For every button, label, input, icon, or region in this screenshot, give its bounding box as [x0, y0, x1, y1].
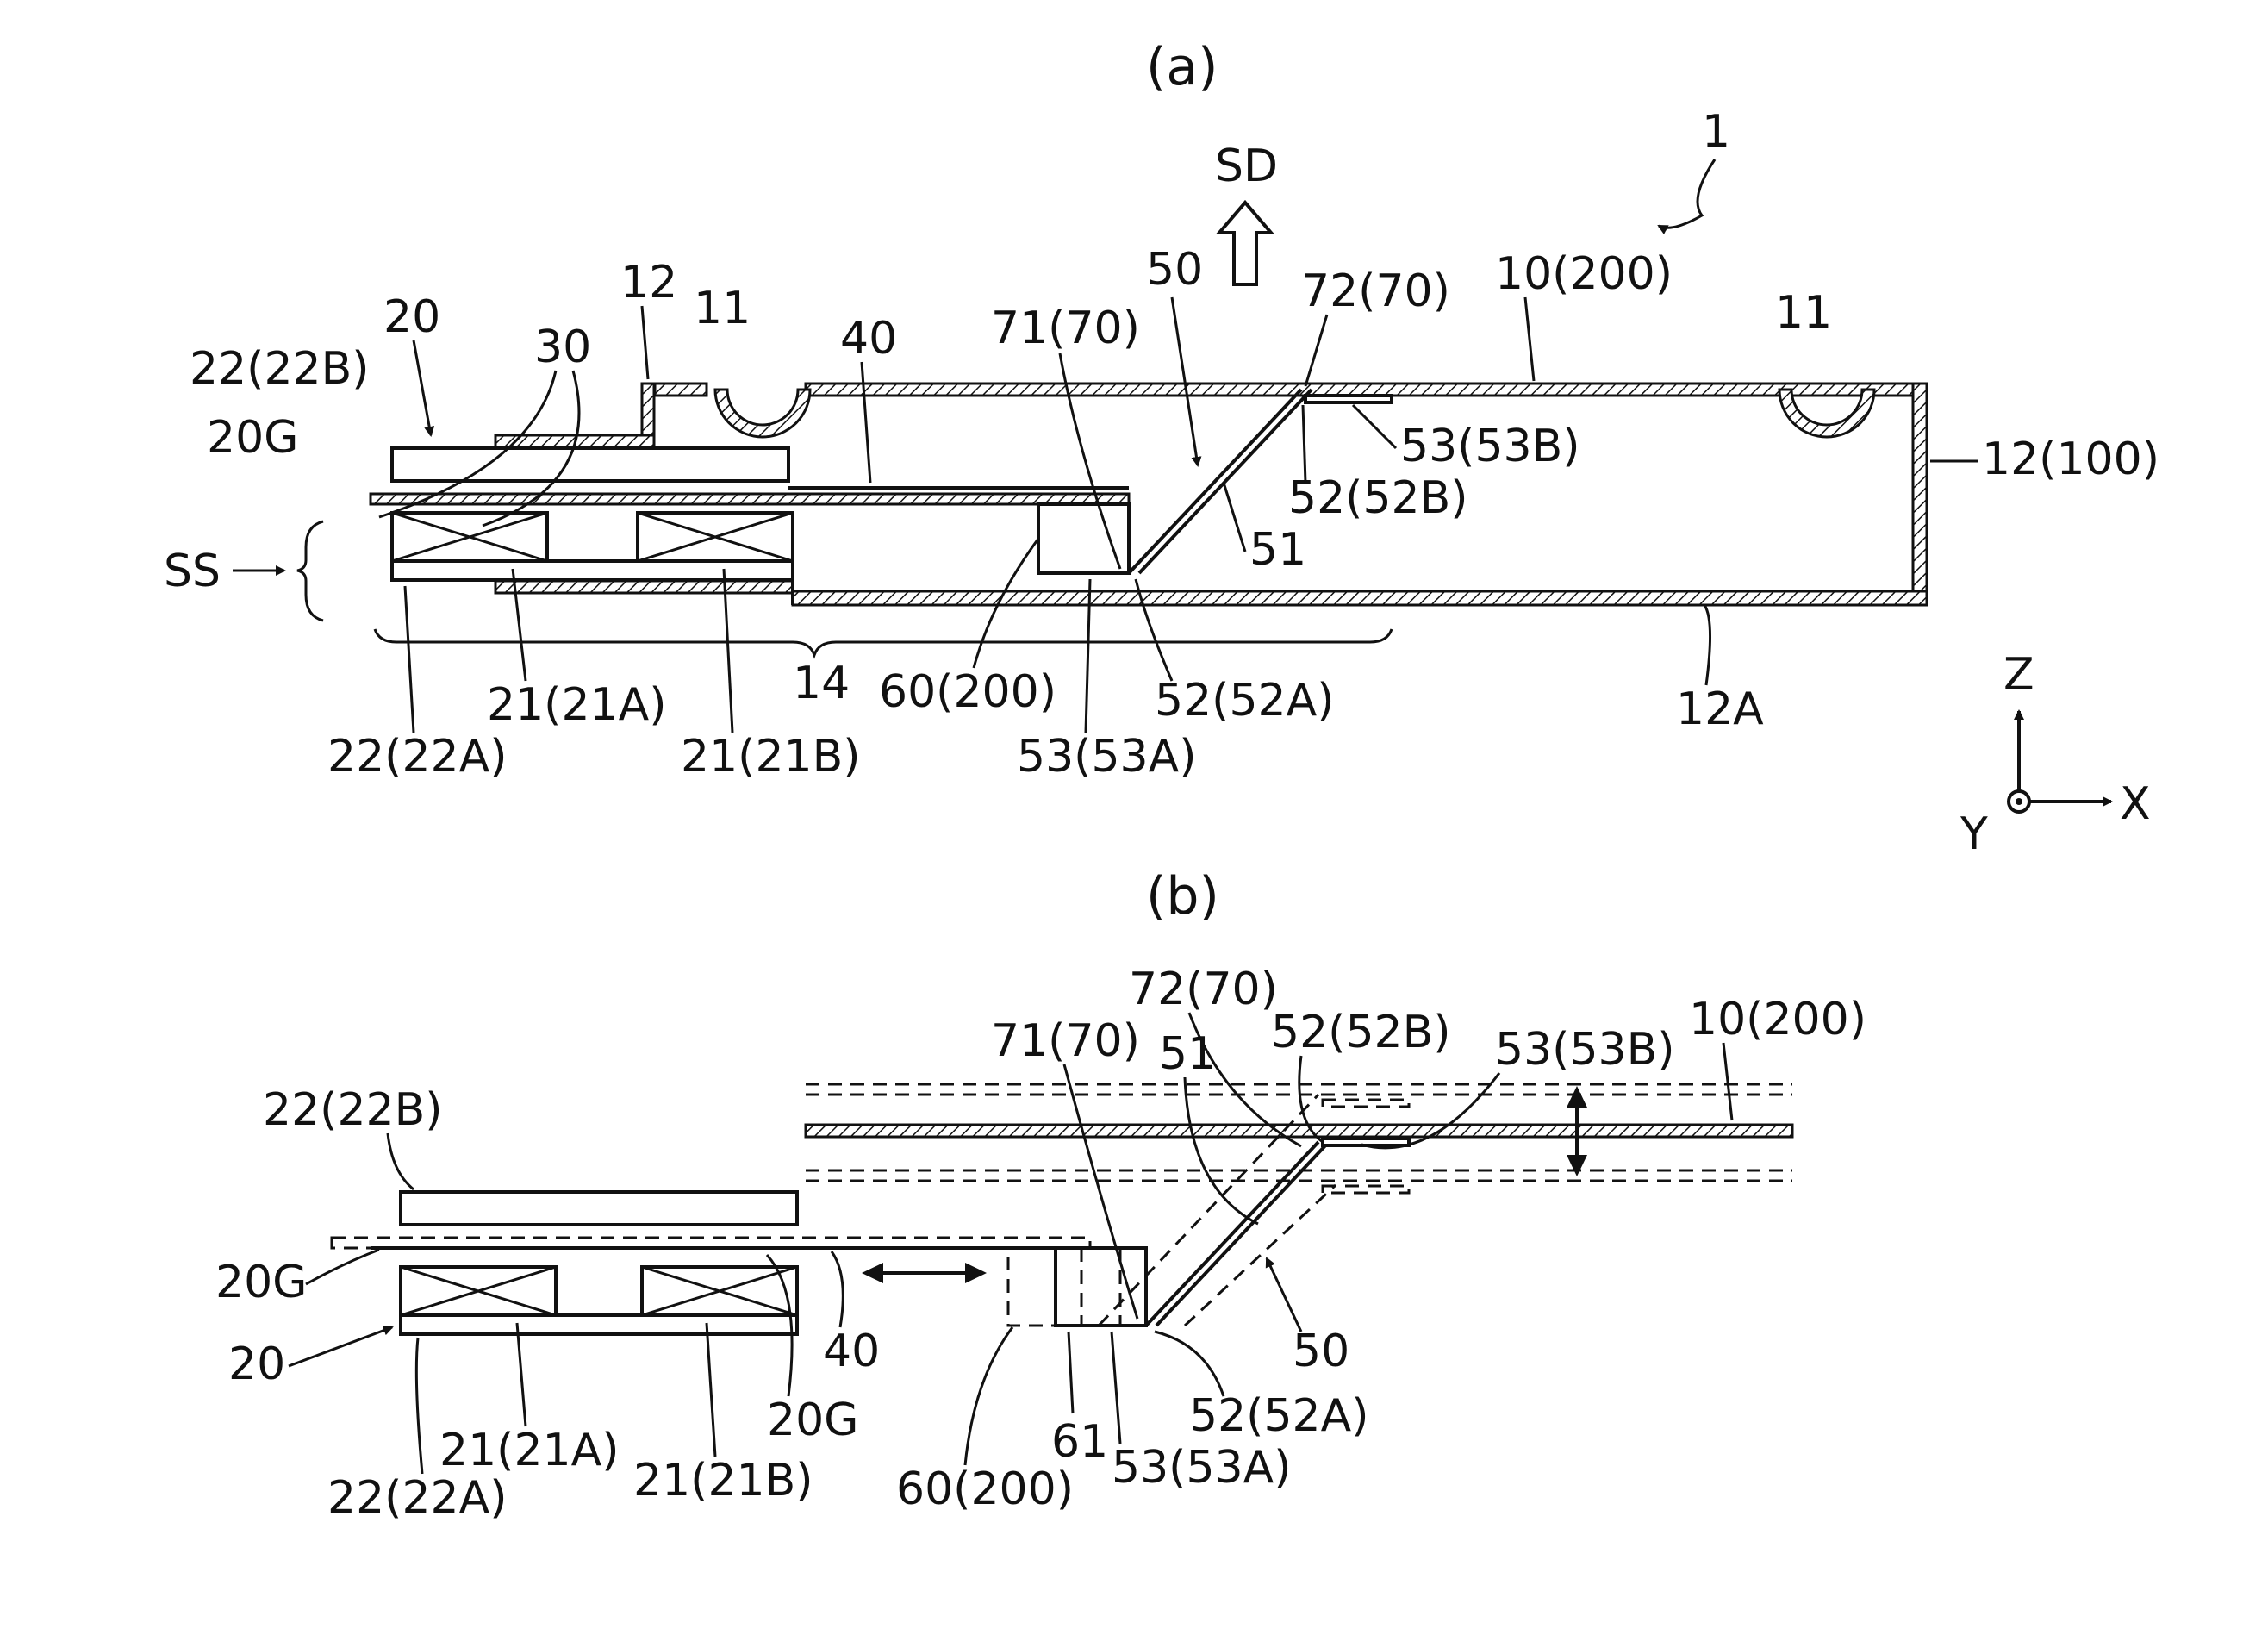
label-53b-b: 53(53B): [1495, 1024, 1675, 1076]
magnet-22b-b: [401, 1192, 797, 1225]
label-52b-b: 52(52B): [1271, 1007, 1451, 1058]
axes-icon: Z X Y: [1960, 649, 2151, 860]
panel-b-title: (b): [1146, 866, 1219, 927]
label-22b-b: 22(22B): [263, 1084, 443, 1136]
label-71: 71(70): [991, 303, 1140, 354]
label-12-100: 12(100): [1982, 434, 2159, 485]
label-21b-b: 21(21B): [633, 1455, 813, 1507]
label-51-b: 51: [1159, 1028, 1216, 1080]
axis-x-label: X: [2120, 778, 2151, 830]
label-52b: 52(52B): [1288, 472, 1468, 524]
top-wall-left: [655, 384, 707, 396]
span-brace-14: [375, 629, 1392, 655]
label-sd: SD: [1215, 140, 1278, 192]
pad-53b: [1305, 396, 1392, 402]
label-72-b: 72(70): [1129, 964, 1278, 1015]
label-10-b: 10(200): [1689, 994, 1866, 1045]
label-53b: 53(53B): [1400, 421, 1580, 472]
guide-plate-20g: [371, 494, 1129, 504]
label-61: 61: [1051, 1416, 1108, 1468]
label-72: 72(70): [1301, 265, 1450, 317]
top-plate-10: [806, 384, 1926, 396]
label-60-b: 60(200): [896, 1463, 1074, 1515]
slider-60: [1038, 504, 1129, 573]
label-21a-b: 21(21A): [439, 1425, 619, 1476]
label-52a: 52(52A): [1155, 675, 1334, 727]
right-end-wall: [1913, 384, 1927, 603]
magnet-22b: [392, 448, 788, 481]
label-53a-b: 53(53A): [1112, 1442, 1291, 1494]
label-12: 12: [620, 257, 677, 309]
label-ss: SS: [164, 546, 221, 597]
axis-z-label: Z: [2003, 649, 2034, 701]
label-60: 60(200): [879, 666, 1056, 718]
label-22a-b: 22(22A): [327, 1472, 507, 1524]
label-10: 10(200): [1495, 248, 1673, 300]
ss-brace: [297, 521, 323, 621]
label-14: 14: [793, 658, 850, 709]
slider-60-b: [1056, 1248, 1146, 1326]
bottom-wall-12a: [793, 591, 1927, 605]
label-40-b: 40: [823, 1326, 880, 1377]
label-11-left: 11: [694, 283, 751, 334]
label-21a: 21(21A): [487, 679, 666, 731]
panel-a-title: (a): [1146, 37, 1218, 97]
label-71-b: 71(70): [991, 1015, 1140, 1067]
panel-b: (b): [215, 866, 1866, 1524]
axis-y-label: Y: [1960, 808, 1988, 860]
label-device: 1: [1702, 106, 1730, 158]
label-11-right: 11: [1775, 287, 1832, 339]
label-50-b: 50: [1293, 1326, 1349, 1377]
label-20-b: 20: [228, 1338, 285, 1390]
label-12a: 12A: [1676, 683, 1764, 735]
magnet-22a-b: [401, 1315, 797, 1334]
label-53a: 53(53A): [1017, 731, 1196, 783]
magnet-22a: [392, 561, 793, 580]
label-22b: 22(22B): [190, 343, 370, 395]
label-52a-b: 52(52A): [1189, 1390, 1368, 1442]
label-50: 50: [1146, 244, 1203, 296]
label-20g-mid: 20G: [767, 1395, 858, 1446]
label-30: 30: [534, 321, 591, 373]
label-22a: 22(22A): [327, 731, 507, 783]
label-20g: 20G: [207, 412, 298, 464]
groove-11-left: [715, 390, 810, 437]
label-20: 20: [383, 291, 440, 343]
label-21b: 21(21B): [681, 731, 861, 783]
panel-a: (a): [164, 37, 2159, 783]
bottom-wall-left: [495, 581, 793, 593]
label-40: 40: [840, 313, 897, 365]
sd-arrow-icon: [1219, 203, 1271, 284]
label-51: 51: [1249, 524, 1306, 576]
label-20g-left: 20G: [215, 1257, 307, 1308]
plate-10: [806, 1125, 1792, 1137]
